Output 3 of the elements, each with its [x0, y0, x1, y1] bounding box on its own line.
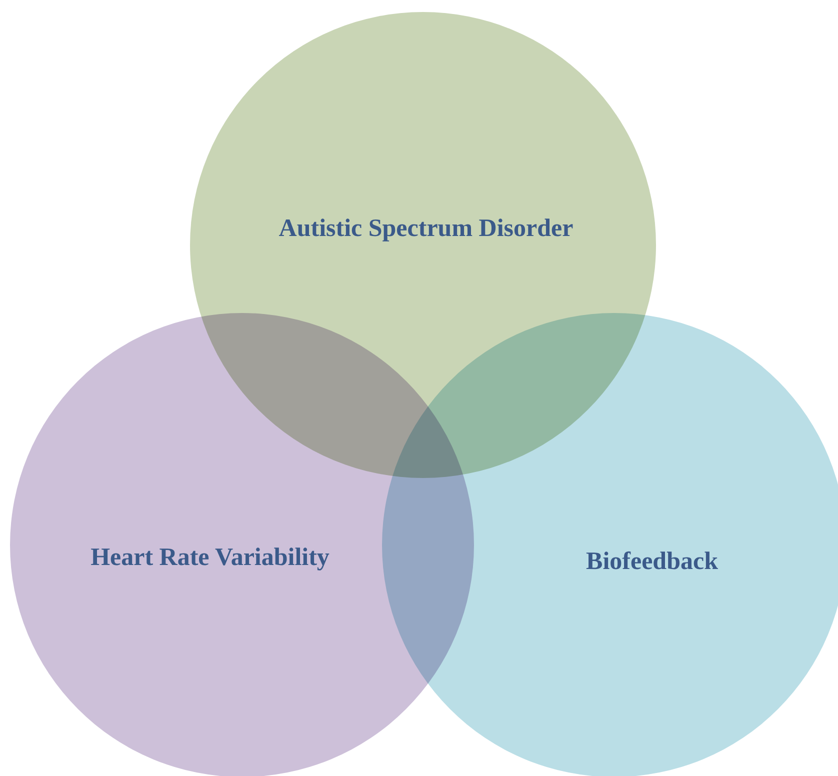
circle-label: Biofeedback — [586, 548, 718, 576]
circle-label: Autistic Spectrum Disorder — [278, 215, 574, 243]
circle-label: Heart Rate Variability — [90, 544, 330, 572]
